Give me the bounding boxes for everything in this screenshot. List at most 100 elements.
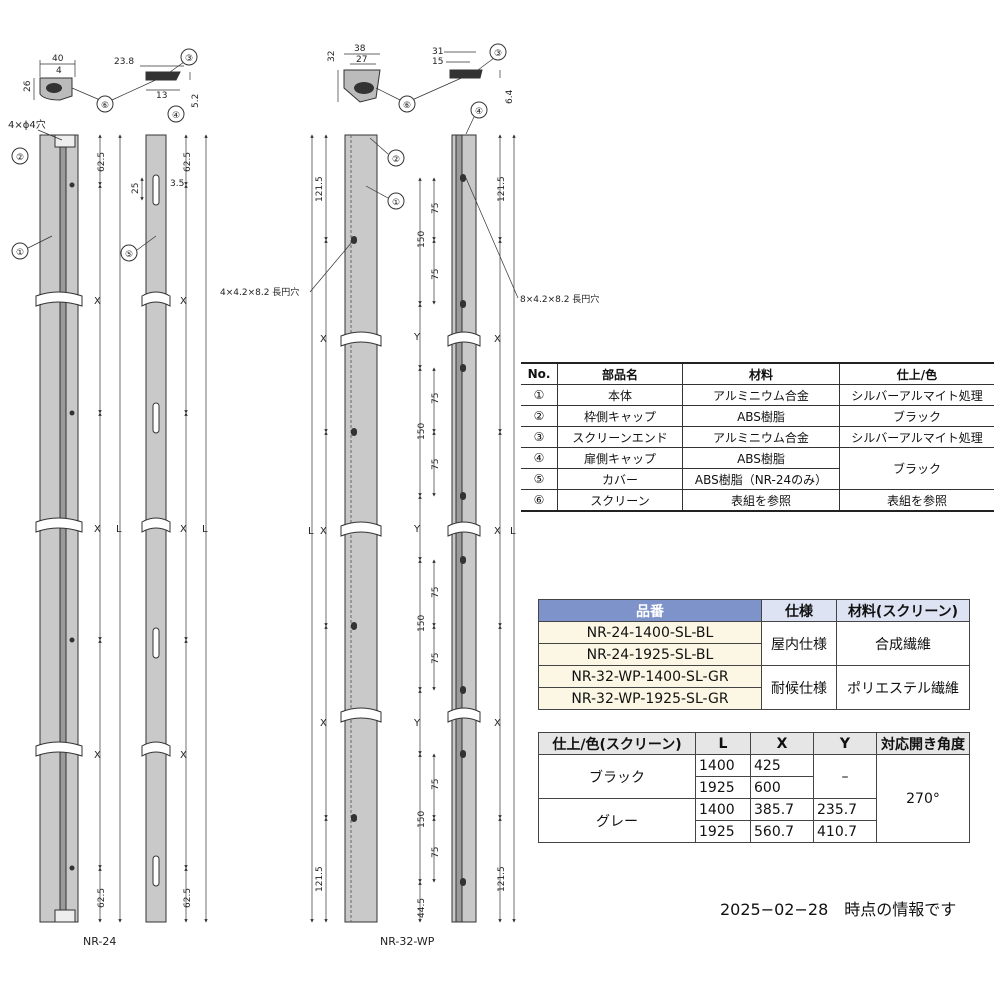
- parts-header-material: 材料: [682, 362, 840, 385]
- dim-l-nr24: L: [116, 524, 122, 535]
- dim-l-nr32: L: [308, 526, 314, 537]
- dim-y-black: –: [813, 754, 877, 799]
- table-row: ⑥ スクリーン 表組を参照 表組を参照: [521, 489, 994, 512]
- part-name: スクリーン: [557, 489, 683, 512]
- callout-4-nr32: ④: [475, 107, 483, 117]
- hole-note-nr32-left: 4×4.2×8.2 長円穴: [220, 286, 299, 298]
- dim-75-8: 75: [431, 847, 441, 858]
- model-material: 合成繊維: [836, 621, 970, 666]
- part-name: 本体: [557, 384, 683, 406]
- part-no: ②: [521, 405, 558, 427]
- dim-x-nr32-side-3: X: [494, 718, 501, 729]
- part-material: 表組を参照: [682, 489, 840, 512]
- dim-x-1: X: [94, 296, 101, 307]
- table-row: NR-32-WP-1925-SL-GR: [538, 687, 970, 710]
- dim-75-3: 75: [431, 393, 441, 404]
- dim-26: 26: [23, 80, 33, 92]
- dim-y: 410.7: [813, 820, 877, 843]
- part-material: ABS樹脂: [682, 447, 840, 469]
- nr32-front-view: 121.5 X X X 121.5 L: [308, 134, 382, 923]
- dimension-table: 仕上/色(スクリーン) L X Y 対応開き角度 ブラック 1400 425 –…: [538, 732, 970, 843]
- parts-header-name: 部品名: [557, 362, 683, 385]
- dim-x: 560.7: [750, 820, 814, 843]
- dim-4: 4: [56, 66, 62, 76]
- footer-note: 2025−02−28 時点の情報です: [720, 900, 957, 919]
- dim-y-1: Y: [413, 332, 421, 343]
- dim-40: 40: [52, 54, 64, 64]
- callout-3-nr32: ③: [494, 49, 502, 59]
- dim-121-5-side-bottom: 121.5: [497, 866, 507, 892]
- dim-75-7: 75: [431, 779, 441, 790]
- parts-header-finish: 仕上/色: [839, 362, 994, 385]
- dim-62-5-side-top: 62.5: [183, 152, 193, 172]
- model-spec: 耐候仕様: [761, 665, 837, 710]
- dim-44-5: 44.5: [417, 898, 427, 918]
- dim-y-3: Y: [413, 718, 421, 729]
- dim-x-side-2: X: [180, 524, 187, 535]
- part-material: アルミニウム合金: [682, 426, 840, 448]
- parts-table: No. 部品名 材料 仕上/色 ① 本体 アルミニウム合金 シルバーアルマイト処…: [521, 362, 994, 512]
- part-material: ABS樹脂: [682, 405, 840, 427]
- dim-x-nr32-side-2: X: [494, 526, 501, 537]
- dim-x-nr32-1: X: [320, 334, 327, 345]
- callout-2-nr24: ②: [16, 153, 24, 163]
- table-row: NR-24-1400-SL-BL 屋内仕様 合成繊維: [538, 621, 970, 666]
- nr24-front-view: 62.5 X X X 62.5 L: [35, 134, 122, 923]
- dim-13: 13: [156, 91, 167, 101]
- part-finish: シルバーアルマイト処理: [839, 426, 994, 448]
- callout-markers: ② ① ⑥ ③ ④ ⑤ ⑥ ③ ② ① ④: [11, 43, 507, 262]
- part-no: ④: [521, 447, 558, 469]
- dim-header-color: 仕上/色(スクリーン): [538, 732, 696, 755]
- dim-32: 32: [327, 51, 337, 62]
- dim-x: 385.7: [750, 798, 814, 821]
- dim-x-side-3: X: [180, 750, 187, 761]
- label-nr24: NR-24: [83, 935, 116, 948]
- dim-75-1: 75: [431, 203, 441, 214]
- dim-x: 425: [750, 754, 814, 777]
- table-row: 1925 600: [539, 776, 970, 799]
- table-row: NR-24-1925-SL-BL: [538, 643, 970, 666]
- model-table: 品番 仕様 材料(スクリーン) NR-24-1400-SL-BL 屋内仕様 合成…: [538, 599, 970, 710]
- table-row: グレー 1400 385.7 235.7: [538, 798, 970, 843]
- model-material: ポリエステル繊維: [836, 665, 970, 710]
- callout-2-nr32: ②: [392, 155, 400, 165]
- dim-l: 1925: [695, 820, 751, 843]
- dim-62-5-side-bottom: 62.5: [183, 888, 193, 908]
- dim-5-2: 5.2: [191, 94, 201, 108]
- dim-31: 31: [432, 47, 443, 57]
- table-row: ④ 扉側キャップ ABS樹脂 ブラック: [521, 447, 994, 490]
- dim-x: 600: [750, 776, 814, 799]
- model-number: NR-24-1400-SL-BL: [538, 621, 762, 644]
- table-row: ② 枠側キャップ ABS樹脂 ブラック: [521, 405, 994, 427]
- part-no: ⑥: [521, 489, 558, 512]
- model-spec: 屋内仕様: [761, 621, 837, 666]
- dim-x-3: X: [94, 750, 101, 761]
- part-finish: シルバーアルマイト処理: [839, 384, 994, 406]
- hole-note-nr32-right: 8×4.2×8.2 長円穴: [520, 293, 599, 305]
- dim-23-8: 23.8: [114, 57, 134, 67]
- dim-color-gray: グレー: [538, 798, 696, 843]
- part-finish: ブラック: [839, 447, 994, 490]
- dim-150-4: 150: [417, 811, 427, 828]
- dim-6-4: 6.4: [505, 89, 515, 104]
- dim-x-2: X: [94, 524, 101, 535]
- table-row: NR-32-WP-1400-SL-GR 耐候仕様 ポリエステル繊維: [538, 665, 970, 710]
- parts-header-no: No.: [521, 362, 558, 385]
- dim-l-side: L: [202, 524, 208, 535]
- dim-header-x: X: [750, 732, 814, 755]
- part-no: ③: [521, 426, 558, 448]
- dim-y-2: Y: [413, 524, 421, 535]
- dim-l: 1400: [695, 798, 751, 821]
- table-row: ⑤ カバー ABS樹脂（NR-24のみ）: [521, 468, 994, 490]
- model-number: NR-32-WP-1925-SL-GR: [538, 687, 762, 710]
- dim-header-angle: 対応開き角度: [876, 732, 970, 755]
- dim-x-side-1: X: [180, 296, 187, 307]
- part-no: ①: [521, 384, 558, 406]
- dim-l: 1400: [695, 754, 751, 777]
- model-number: NR-32-WP-1400-SL-GR: [538, 665, 762, 688]
- label-nr32: NR-32-WP: [380, 935, 435, 948]
- part-name: 扉側キャップ: [557, 447, 683, 469]
- part-name: スクリーンエンド: [557, 426, 683, 448]
- dim-121-5-side-top: 121.5: [497, 176, 507, 202]
- dim-121-5-bottom: 121.5: [315, 866, 325, 892]
